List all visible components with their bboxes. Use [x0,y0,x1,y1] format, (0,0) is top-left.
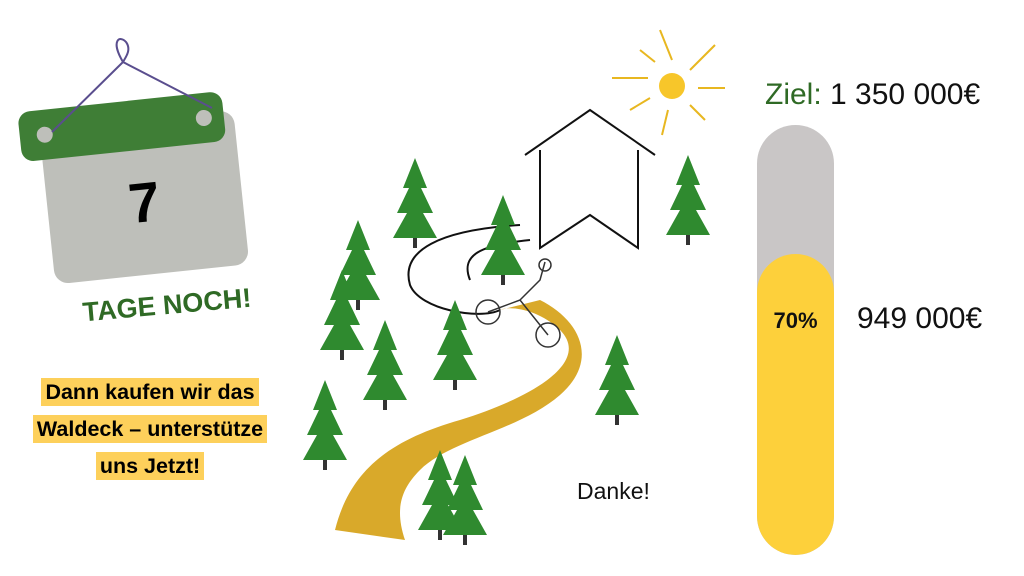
cta-line: Waldeck – unterstütze [32,415,268,443]
house-outline [524,108,656,250]
progress-percent: 70% [773,308,818,333]
cta-line: Dann kaufen wir das [41,378,259,406]
donation-progress-bar [757,125,834,555]
thanks-text: Danke! [577,478,650,504]
cta-line: uns Jetzt! [95,452,205,480]
goal-amount: Ziel: 1 350 000€ [765,78,980,112]
goal-label: Ziel: [765,78,822,111]
call-to-action: Dann kaufen wir das Waldeck – unterstütz… [10,374,290,485]
goal-value: 1 350 000€ [830,78,981,111]
forest-path-illustration [303,29,725,545]
sun-icon [612,29,725,136]
days-count: 7 [126,169,164,235]
cargo-bike-icon [475,258,561,348]
calendar-icon: 7 [18,38,248,284]
golden-path [335,300,582,540]
progress-fill [757,254,834,555]
raised-amount: 949 000€ [857,302,983,335]
